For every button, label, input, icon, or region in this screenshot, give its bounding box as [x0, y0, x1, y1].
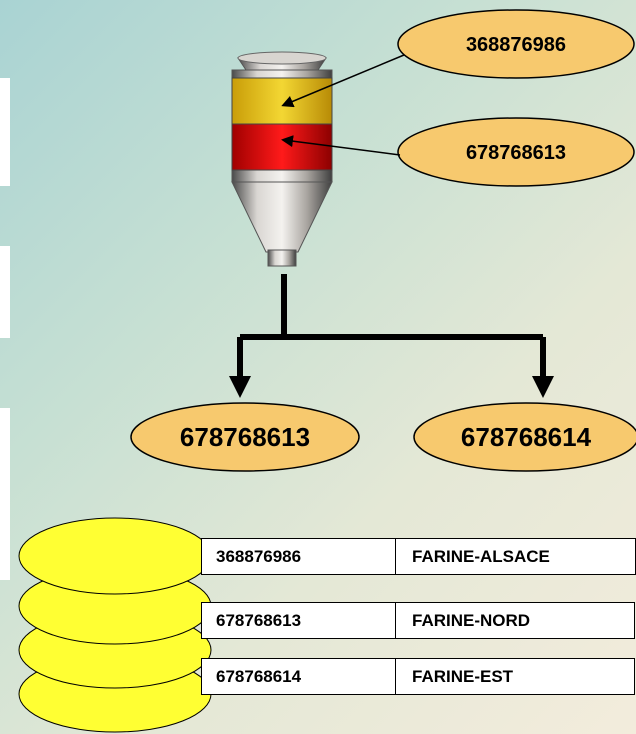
table-row: 678768613 FARINE-NORD [201, 602, 635, 639]
row-name: FARINE-NORD [412, 610, 531, 630]
output-right-oval: 678768614 [413, 402, 636, 472]
row-name: FARINE-EST [412, 666, 514, 686]
database-stack-icon [18, 517, 212, 733]
row-code: 678768614 [202, 659, 396, 694]
side-panel-top [0, 78, 10, 186]
silo-upper-label: 368876986 [466, 34, 566, 56]
arrow-down-right-icon [532, 376, 554, 398]
arrow-down-left-icon [229, 376, 251, 398]
output-right-label: 678768614 [461, 422, 592, 452]
silo-lower-oval: 678768613 [397, 117, 635, 187]
arrow-to-lower-band [281, 135, 401, 156]
table-row: 368876986 FARINE-ALSACE [201, 538, 636, 575]
output-left-oval: 678768613 [130, 402, 360, 472]
silo-band-upper [231, 77, 333, 125]
silo-band-lower [231, 123, 333, 171]
row-name: FARINE-ALSACE [412, 546, 550, 566]
split-connector [237, 274, 546, 378]
row-code: 368876986 [202, 539, 396, 574]
side-panel-bottom [0, 408, 10, 580]
row-code: 678768613 [202, 603, 396, 638]
arrow-to-upper-band [281, 54, 405, 108]
side-panel-middle [0, 246, 10, 338]
table-row: 678768614 FARINE-EST [201, 658, 635, 695]
silo-lower-label: 678768613 [466, 142, 566, 164]
output-left-label: 678768613 [180, 422, 310, 452]
silo-upper-oval: 368876986 [397, 9, 635, 79]
silo-icon [231, 51, 333, 267]
